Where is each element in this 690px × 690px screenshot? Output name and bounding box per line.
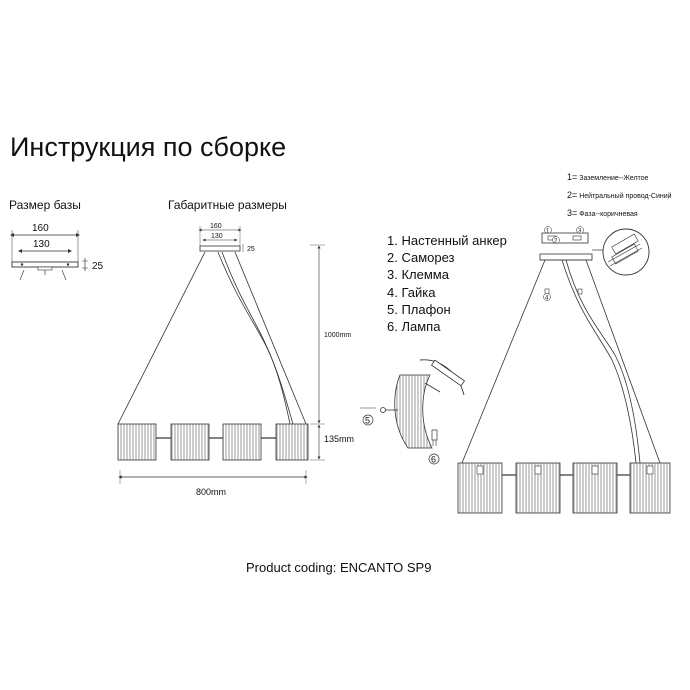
page-title: Инструкция по сборке — [10, 132, 287, 162]
callout-3-number: 3 — [578, 229, 582, 235]
overall-dim-inner: 130 — [211, 233, 223, 240]
wiring-legend-item: 1= Заземление--Желтое — [567, 169, 672, 187]
wiring-number: 1= — [567, 172, 578, 182]
callout-1 — [544, 226, 552, 234]
base-dim-height: 25 — [92, 261, 104, 272]
wiring-legend-item: 2= Нейтральный провод-Синий — [567, 187, 672, 205]
callout-3 — [576, 226, 584, 234]
callout-4-number: 4 — [545, 296, 549, 302]
overall-dimensions-label: Габаритные размеры — [168, 198, 287, 212]
callout-2 — [552, 236, 560, 244]
parts-list-item: 6. Лампа — [387, 319, 441, 335]
wiring-text: Нейтральный провод-Синий — [579, 193, 672, 200]
wiring-legend: 1= Заземление--Желтое 2= Нейтральный про… — [567, 169, 672, 223]
parts-list-item: 3. Клемма — [387, 267, 449, 283]
callout-2-number: 2 — [554, 239, 558, 245]
overall-dimensions-drawing: 160 130 25 1000mm 135mm 800mm — [117, 223, 354, 497]
callout-1-number: 1 — [546, 229, 550, 235]
parts-list-item: 2. Саморез — [387, 250, 455, 266]
parts-list-item: 5. Плафон — [387, 301, 451, 317]
shade-height-dim: 135mm — [324, 434, 354, 444]
callout-5-number: 5 — [365, 416, 370, 426]
lamp-shade — [222, 423, 262, 461]
wiring-number: 3= — [567, 208, 578, 218]
mounting-plate — [541, 232, 589, 244]
ceiling-canopy — [199, 245, 241, 252]
installation-drawing: 1 2 3 4 — [457, 226, 671, 514]
parts-list-item: 1. Настенный анкер — [387, 233, 507, 248]
base-dim-outer: 160 — [32, 223, 49, 234]
glass-shade — [394, 374, 433, 449]
parts-list-item: 4. Гайка — [387, 284, 436, 300]
overall-width-dim: 800mm — [196, 487, 226, 497]
overall-dim-height: 25 — [247, 246, 255, 253]
base-dim-inner: 130 — [33, 239, 50, 250]
wiring-text: Фаза--коричневая — [579, 211, 638, 218]
base-size-drawing: 160 130 25 — [10, 223, 104, 281]
callout-6-number: 6 — [431, 455, 436, 465]
canopy — [539, 253, 593, 261]
overall-dim-outer: 160 — [210, 223, 222, 230]
base-size-label: Размер базы — [9, 198, 81, 212]
wiring-text: Заземление--Желтое — [579, 175, 649, 182]
callout-5 — [362, 414, 374, 426]
callout-6 — [428, 453, 440, 465]
wiring-legend-item: 3= Фаза--коричневая — [567, 205, 672, 223]
lamp-shade — [117, 423, 157, 461]
parts-list: 1. Настенный анкер 2. Саморез 3. Клемма … — [387, 232, 507, 335]
shade-detail: 5 6 — [360, 359, 466, 465]
lamp-bulb — [431, 429, 438, 441]
callout-4 — [543, 293, 551, 301]
lamp-shade — [275, 423, 309, 461]
product-coding: Product coding: ENCANTO SP9 — [246, 560, 432, 575]
lamp-shade — [629, 462, 671, 514]
wiring-number: 2= — [567, 190, 578, 200]
lamp-shade — [170, 423, 210, 461]
cable-length-dim: 1000mm — [324, 332, 351, 339]
